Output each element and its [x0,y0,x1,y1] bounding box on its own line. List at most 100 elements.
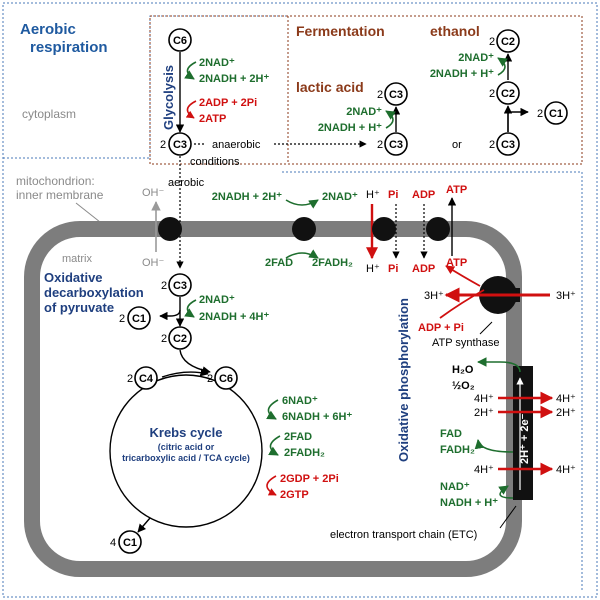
adp-bottom-label: ADP [412,263,435,275]
membrane-nad: 2NAD⁺ [322,191,358,203]
krebs-gdp: 2GDP + 2Pi [280,473,339,485]
water-label: H₂O [452,364,474,376]
etc-fad: FAD [440,428,462,440]
krebs-c4-node [134,366,158,390]
anaerobic-label-bg [206,136,274,150]
krebs-c4-text: C4 [139,373,154,385]
lactic-nadh: 2NADH + H⁺ [318,122,382,134]
ethanol-c1-text: C1 [549,108,563,120]
etc-fad-arrow [474,439,514,453]
ethanol-nadh: 2NADH + H⁺ [430,68,494,80]
pump2-2h-right: 2H⁺ [556,407,576,419]
h-bottom-label: H⁺ [366,263,380,275]
oh-top-label: OH⁻ [142,187,165,199]
krebs-c6-coef: 2 [207,373,213,385]
ethanol-c1-coef: 2 [537,108,543,120]
acetyl-entry-arrow [179,349,211,375]
title-line1: Aerobic [20,21,76,38]
atp-synthase-label: ATP synthase [432,337,499,349]
krebs-c6-node [214,366,238,390]
nadh-oxidation-arrow [285,199,319,209]
krebs-title: Krebs cycle [150,425,223,440]
cytoplasm-label: cytoplasm [22,107,76,121]
krebs-c1-coef: 4 [110,537,116,549]
synthase-atp-arrow [445,265,481,287]
adp-atp-translocase [426,217,450,241]
krebs-c6-text: C6 [219,373,233,385]
lactic-c3-node [384,82,408,106]
adp-pi-to-synthase [439,289,485,319]
krebs-c1-text: C1 [123,537,137,549]
membrane-fad: 2FAD [265,257,293,269]
co2-c1-coef: 2 [119,313,125,325]
synthase-3h-left: 3H⁺ [424,290,444,302]
etc-label-pointer [499,505,517,529]
glycolysis-c3-coef: 2 [160,139,166,151]
fad-reduction-arrow [285,249,319,259]
mitochondrial-membrane [24,221,522,577]
ethanol-nad-arrow [497,57,508,76]
krebs-nad: 6NAD⁺ [282,395,318,407]
lactic-c3-text: C3 [389,89,403,101]
etc-nad: NAD⁺ [440,481,470,493]
oxphos-label: Oxidative phosphorylation [396,298,411,462]
oxygen-label: ½O₂ [452,380,475,392]
ethanol-nad: 2NAD⁺ [458,52,494,64]
glycolysis-nad: 2NAD⁺ [199,57,235,69]
krebs-c4-to-c6-arrow [161,368,209,378]
etc-label: electron transport chain (ETC) [330,529,477,541]
glycolysis-adp: 2ADP + 2Pi [199,97,257,109]
pyruvate-c3-coef: 2 [161,280,167,292]
glycolysis-c3-text: C3 [173,139,187,151]
ethanol-c2-node [496,29,520,53]
co2-c1-node [127,306,151,330]
ethanol-mid-c2-text: C2 [501,88,515,100]
synthase-label-pointer [479,321,493,335]
etc-fadh2: FADH₂ [440,444,475,456]
mitochondrion-boundary [282,171,583,590]
ethanol-base-c3-node [496,132,520,156]
krebs-fad: 2FAD [284,431,312,443]
ethanol-base-c3-text: C3 [501,139,515,151]
oxdecarb-line3: of pyruvate [44,300,114,315]
pi-top-label: Pi [388,189,398,201]
glycolysis-nad-arrow [184,61,197,80]
lactic-nad: 2NAD⁺ [346,106,382,118]
pi-bottom-label: Pi [388,263,398,275]
acetyl-c2-node [168,326,192,350]
pump3-4h-left: 4H⁺ [474,464,494,476]
ethanol-label: ethanol [430,23,480,39]
krebs-subtitle-2: tricarboxylic acid / TCA cycle) [122,453,250,463]
synthase-3h-right: 3H⁺ [556,290,576,302]
ethanol-c2-text: C2 [501,36,515,48]
krebs-nadh: 6NADH + 6H⁺ [282,411,352,423]
nadh-fad-complex [292,217,316,241]
anaerobic-label: anaerobic [212,139,261,151]
co2-release-arrow [159,309,181,321]
pump3-4h-right: 4H⁺ [556,464,576,476]
decarb-nad: 2NAD⁺ [199,294,235,306]
lactic-base-c3-text: C3 [389,139,403,151]
inner-membrane-label: inner membrane [16,188,104,202]
krebs-cycle-circle [109,374,263,528]
pump1-4h-right: 4H⁺ [556,393,576,405]
oh-bottom-label: OH⁻ [142,257,165,269]
glycolysis-atp-arrow [185,100,197,119]
lactic-c3-coef: 2 [377,89,383,101]
matrix-label: matrix [62,253,92,265]
ethanol-c1-node [544,101,568,125]
krebs-fad-arrow [268,435,281,456]
synthase-adp-pi: ADP + Pi [418,322,464,334]
krebs-c4-coef: 2 [127,373,133,385]
krebs-co2-arrow [137,517,151,533]
decarb-nadh: 2NADH + 4H⁺ [199,311,269,323]
oxdecarb-line1: Oxidative [44,270,103,285]
glycolysis-label: Glycolysis [161,65,176,130]
krebs-subtitle-1: (citric acid or [158,442,215,452]
pump1-4h-left: 4H⁺ [474,393,494,405]
lactic-base-coef: 2 [377,139,383,151]
glycolysis-c3-node [168,132,192,156]
krebs-nad-arrow [266,399,279,420]
